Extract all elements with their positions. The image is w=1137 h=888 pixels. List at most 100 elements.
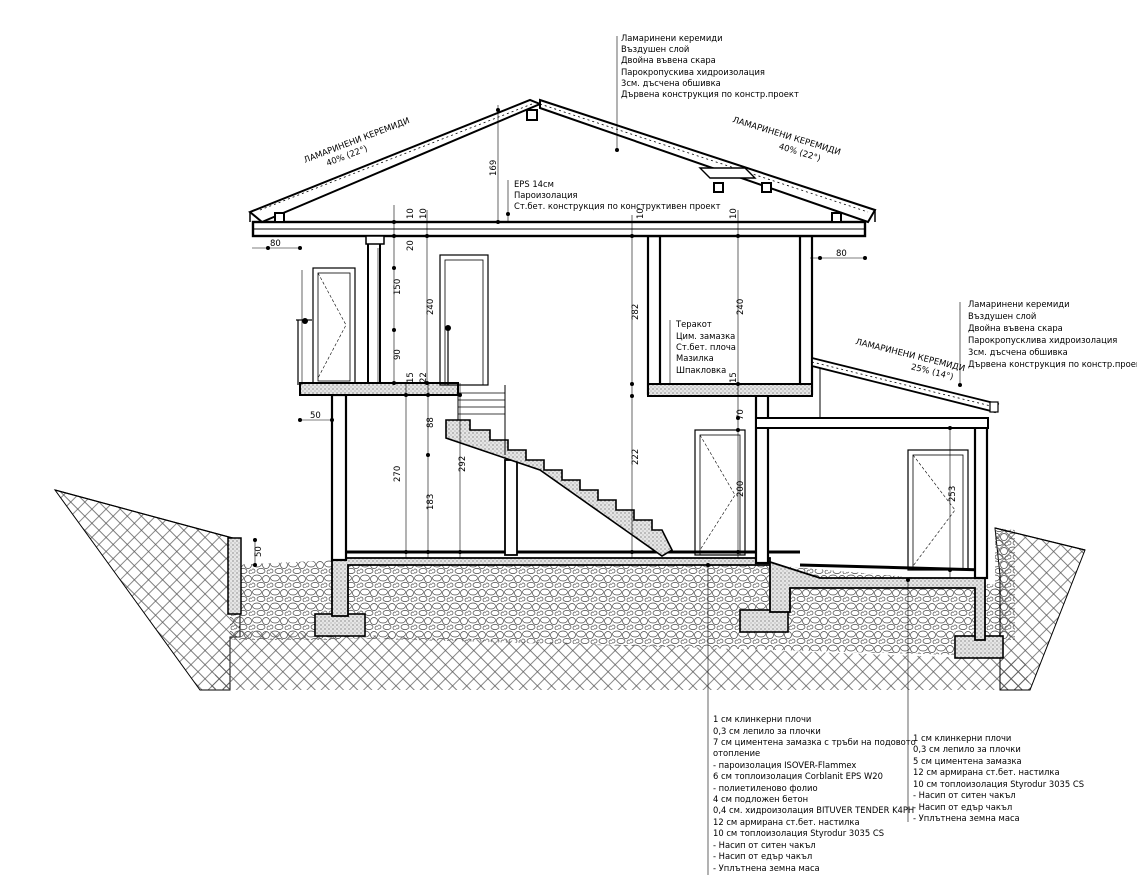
ground-slab-main [331, 557, 771, 617]
terrain-fill [230, 560, 340, 640]
dim-retaining-wall: 50 [254, 546, 264, 557]
roof-side-layer-6: Дървена конструкция по констр.проект [968, 359, 1137, 369]
floor-main-layer-12: - Насип от ситен чакъл [713, 840, 816, 850]
upper-floor-layer-5: Шпакловка [676, 365, 726, 375]
openings [296, 254, 969, 571]
purlin-4 [831, 212, 842, 223]
roof-main-layer-6: Дървена конструкция по констр.проект [621, 89, 799, 99]
dim-side-height: 253 [948, 486, 958, 502]
dim-balcony-projection: 50 [310, 411, 321, 421]
upper-door [439, 254, 489, 386]
dim-stair-lower: 183 [426, 494, 436, 510]
retaining-wall [227, 537, 242, 615]
floor-main-layer-13: - Насип от едър чакъл [713, 851, 812, 861]
roof-main-layer-2: Въздушен слой [621, 44, 689, 54]
dim-slab-b: 10 [419, 208, 429, 219]
lower-wall-left [330, 393, 348, 562]
floor-side-layer-8: - Уплътнена земна маса [913, 813, 1020, 823]
dim-upper-sill: 90 [393, 349, 403, 360]
stair-flight [445, 419, 674, 557]
leader-dots [506, 148, 962, 582]
dim-slab-a: 10 [406, 208, 416, 219]
ceiling-layers: EPS 14см Пароизолация Ст.бет. конструкци… [514, 179, 721, 211]
footing-mid [739, 609, 789, 633]
footing-left [314, 613, 366, 637]
floor-main-layer-10: 12 см армирана ст.бет. настилка [713, 817, 860, 827]
walls [330, 234, 989, 580]
main-roof [248, 98, 877, 224]
floor-main-layer-11: 10 см топлоизолация Styrodur 3035 CS [713, 828, 884, 838]
dim-floor-slab-c: 15 [729, 372, 739, 383]
dim-floor-slab-a: 15 [406, 372, 416, 383]
floor-main-layer-1: 1 см клинкерни плочи [713, 714, 811, 724]
ground [53, 489, 1086, 691]
dimension-ticks [253, 108, 952, 572]
upper-floor-layer-2: Цим. замазка [676, 331, 735, 341]
floor-main-layer-2: 0,3 см лепило за плочки [713, 726, 821, 736]
ridge-beam [526, 109, 538, 121]
balcony-slab [299, 382, 459, 396]
ceiling-layer-1: EPS 14см [514, 179, 554, 189]
side-roof-slab [755, 417, 989, 429]
side-door [907, 449, 969, 571]
dim-lower-door-head: 70 [736, 409, 746, 420]
roof-layers-side: Ламаринени керемиди Въздушен слой Двойна… [968, 299, 1137, 369]
dim-stair-upper: 88 [426, 417, 436, 428]
roof-side-layer-2: Въздушен слой [968, 311, 1036, 321]
roof-side-layer-3: Двойна въвена скара [968, 323, 1063, 333]
roof-main-layer-4: Парокропускива хидроизолация [621, 67, 765, 77]
floor-main-layer-14: - Уплътнена земна маса [713, 863, 820, 873]
upper-floor-slab [647, 383, 813, 397]
floor-main-layer-7: - полиетиленово фолио [713, 783, 818, 793]
purlin-1 [274, 212, 285, 223]
floor-side-layer-7: - Насип от едър чакъл [913, 802, 1012, 812]
dim-upper-window-head: 20 [406, 240, 416, 251]
upper-wall-mid [646, 234, 662, 396]
dim-slab-c: 10 [636, 208, 646, 219]
floor-side-layer-5: 10 см топлоизолация Styrodur 3035 CS [913, 779, 1084, 789]
dim-stair-total: 292 [458, 456, 468, 472]
stair [445, 385, 674, 557]
floor-side-layer-4: 12 см армирана ст.бет. настилка [913, 767, 1060, 777]
upper-floor-layer-1: Теракот [675, 319, 712, 329]
ceiling-layer-3: Ст.бет. конструкция по конструктивен про… [514, 201, 721, 211]
floor-main-layer-5: - пароизолация ISOVER-Flammex [713, 760, 856, 770]
roof-side-layer-1: Ламаринени керемиди [968, 299, 1070, 309]
skylight [698, 167, 757, 179]
window-lintel [365, 235, 385, 245]
upper-window [312, 267, 356, 384]
floor-main-layer-6: 6 см топлоизолация Corblanit EPS W20 [713, 771, 883, 781]
roof-right-slope [539, 98, 877, 224]
upper-floor-layer-4: Мазилка [676, 353, 714, 363]
dim-ridge-height: 169 [489, 160, 499, 176]
dim-upper-height-mid: 282 [631, 304, 641, 320]
upper-wall-right [798, 234, 814, 396]
upper-floor-layer-3: Ст.бет. плоча [676, 342, 736, 352]
dim-floor-slab-b: 22 [419, 372, 429, 383]
floor-side-layer-3: 5 см циментена замазка [913, 756, 1022, 766]
upper-floor-layers: Теракот Цим. замазка Ст.бет. плоча Мазил… [675, 319, 736, 375]
roof-main-layer-1: Ламаринени керемиди [621, 33, 723, 43]
side-wall-right [973, 423, 989, 580]
floor-main-layer-9: 0,4 см. хидроизолация BITUVER TENDER K4P… [713, 805, 914, 815]
dimension-labels: 80 80 50 169 10 10 10 10 20 150 90 240 2… [254, 160, 958, 557]
floor-layers-side: 1 см клинкерни плочи 0,3 см лепило за пл… [913, 733, 1084, 823]
ceiling-layer-2: Пароизолация [514, 190, 578, 200]
dim-lower-door-height: 200 [736, 481, 746, 497]
roof-main-layer-5: 3см. дъсчена обшивка [621, 78, 721, 88]
roof-side-layer-4: Парокропусклива хидроизолация [968, 335, 1117, 345]
dim-upper-window-height: 150 [393, 279, 403, 295]
gravel-right [995, 528, 1015, 640]
slabs [251, 220, 989, 429]
floor-layers-main: 1 см клинкерни плочи 0,3 см лепило за пл… [713, 714, 916, 873]
floor-main-layer-3: 7 см циментена замазка с тръби на подово… [713, 737, 916, 747]
purlin-2 [713, 182, 724, 193]
floor-side-layer-6: - Насип от ситен чакъл [913, 790, 1016, 800]
purlin-3 [761, 182, 772, 193]
dim-lower-height: 270 [393, 466, 403, 482]
floor-main-layer-8: 4 см подложен бетон [713, 794, 808, 804]
dim-lower-height-mid: 222 [631, 449, 641, 465]
side-roof [811, 356, 1000, 418]
floor-main-layer-4: отопление [713, 748, 760, 758]
